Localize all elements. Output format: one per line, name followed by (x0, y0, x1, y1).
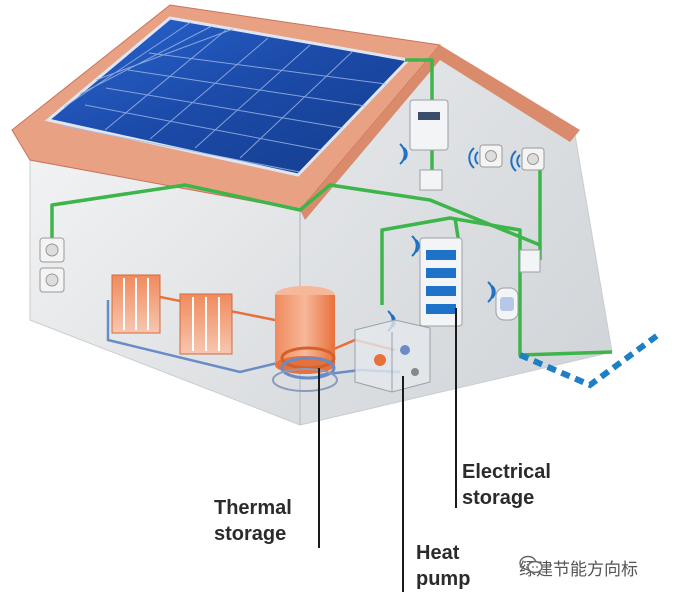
smart-sensor (495, 287, 519, 321)
smart-meter (419, 169, 443, 191)
watermark-text: 绿建节能方向标 (519, 560, 638, 580)
heat-pump-label-line2: pump (416, 568, 471, 590)
radiator-left (111, 274, 161, 334)
electrical-storage-label-line1: Electrical (462, 461, 551, 483)
electrical-storage-battery (419, 237, 463, 327)
thermal-storage-label-line2: storage (214, 523, 287, 545)
solar-panel-grid (62, 21, 387, 173)
wall-socket-right (479, 144, 545, 171)
wireless-signal-icons (387, 143, 521, 332)
watermark: 绿建节能方向标 (519, 555, 638, 580)
electrical-storage-label-line2: storage (462, 487, 535, 509)
wechat-icon (519, 555, 543, 574)
wall-socket-left (39, 237, 65, 293)
smart-switch (519, 249, 541, 273)
roof-edge (300, 45, 580, 220)
callout-lines (318, 308, 457, 592)
electrical-storage-label: Electrical storage (462, 459, 551, 511)
thermal-storage-tank (272, 286, 338, 392)
heat-pump-unit (354, 319, 431, 393)
grid-cable (518, 332, 660, 389)
inverter-unit (409, 99, 449, 151)
thermal-storage-label: Thermal storage (214, 495, 292, 547)
thermal-storage-label-line1: Thermal (214, 497, 292, 519)
heat-pump-label-line1: Heat (416, 542, 460, 564)
heat-pump-label: Heat pump (416, 540, 470, 592)
radiator-right (179, 293, 233, 355)
